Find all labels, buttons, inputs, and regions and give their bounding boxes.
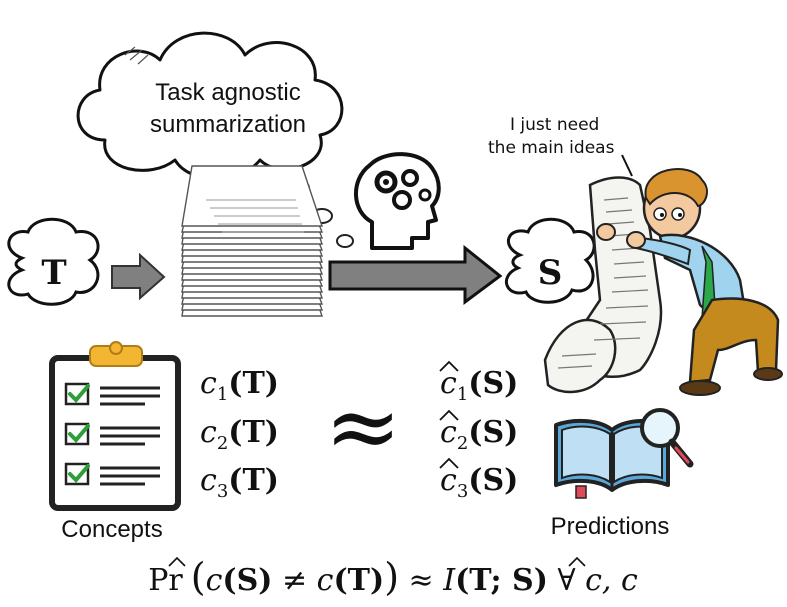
arrow-docs-to-s: [328, 244, 503, 305]
predictions-label: Predictions: [551, 513, 670, 540]
t-label: T: [41, 253, 66, 293]
approx-symbol: ≈: [324, 373, 401, 480]
checklist-rows: [64, 382, 160, 486]
clipboard-checklist-icon: [49, 341, 181, 511]
prediction-list: c1(S) c2(S) c3(S): [439, 360, 518, 502]
document-stack-icon: [181, 165, 324, 317]
prediction-hats: [439, 360, 459, 469]
thought-line-2: summarization: [150, 111, 306, 138]
formula-hats: [168, 556, 586, 567]
concept-list: c1(T) c2(T) c3(T): [200, 366, 279, 502]
s-label: S: [538, 253, 563, 293]
speech-line-1: I just need: [510, 115, 599, 135]
prediction-2: c2(S): [440, 415, 518, 454]
source-node-t: T: [7, 217, 100, 306]
arrow-t-to-docs: [111, 252, 166, 301]
main-formula: Pr(c(S) ≠ c(T)) ≈ I(T; S) ∀ c, c: [148, 555, 638, 599]
prediction-1: c1(S): [440, 366, 518, 405]
prediction-3: c3(S): [440, 463, 518, 502]
speech-line-2: the main ideas: [488, 138, 615, 158]
speech-text: I just need the main ideas: [488, 115, 633, 177]
person-reading-scroll-icon: [543, 168, 783, 396]
thought-line-1: Task agnostic: [155, 79, 300, 106]
concepts-label: Concepts: [61, 516, 162, 543]
open-book-magnifier-icon: [554, 408, 694, 499]
concept-1: c1(T): [200, 366, 279, 405]
concept-2: c2(T): [200, 415, 279, 454]
formula-text: Pr(c(S) ≠ c(T)) ≈ I(T; S) ∀ c, c: [148, 555, 638, 599]
document-sheet: [181, 165, 323, 227]
summary-node-s: S: [505, 217, 596, 304]
concept-3: c3(T): [200, 463, 279, 502]
head-gears-icon: [354, 152, 441, 250]
thought-cloud: Task agnostic summarization: [76, 31, 344, 181]
